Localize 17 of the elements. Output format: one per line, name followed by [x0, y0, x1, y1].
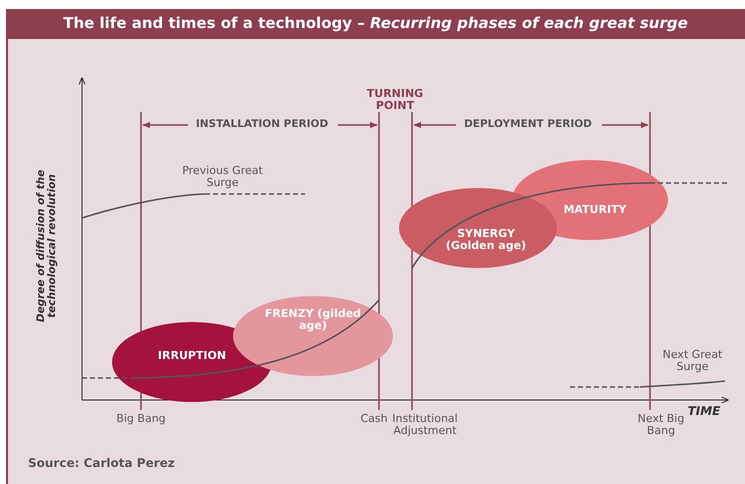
- title: The life and times of a technology – Recurring phases of each great surge: [62, 14, 689, 32]
- surge-label: Previous Great Surge: [181, 165, 264, 190]
- axis-marker-label: Next Big Bang: [636, 413, 686, 438]
- phase-label: SYNERGY (Golden age): [444, 228, 528, 252]
- surge-label: Next Great Surge: [662, 349, 724, 374]
- phase-label: FRENZY (gilded age): [264, 308, 362, 332]
- phase-label: MATURITY: [562, 204, 628, 216]
- period-label: INSTALLATION PERIOD: [194, 119, 330, 131]
- axis-title: Degree of diffusion of the technological revolution: [36, 168, 58, 324]
- axis-marker-label: Big Bang: [115, 413, 167, 426]
- axis-title: TIME: [686, 405, 722, 418]
- period-label: DEPLOYMENT PERIOD: [463, 119, 593, 131]
- axis-marker-label: Cash: [359, 413, 389, 426]
- phase-label: IRRUPTION: [156, 350, 228, 362]
- turning-point-label: TURNING POINT: [366, 88, 424, 112]
- axis-marker-label: Institutional Adjustment: [391, 413, 459, 438]
- source-caption: Source: Carlota Perez: [28, 457, 175, 470]
